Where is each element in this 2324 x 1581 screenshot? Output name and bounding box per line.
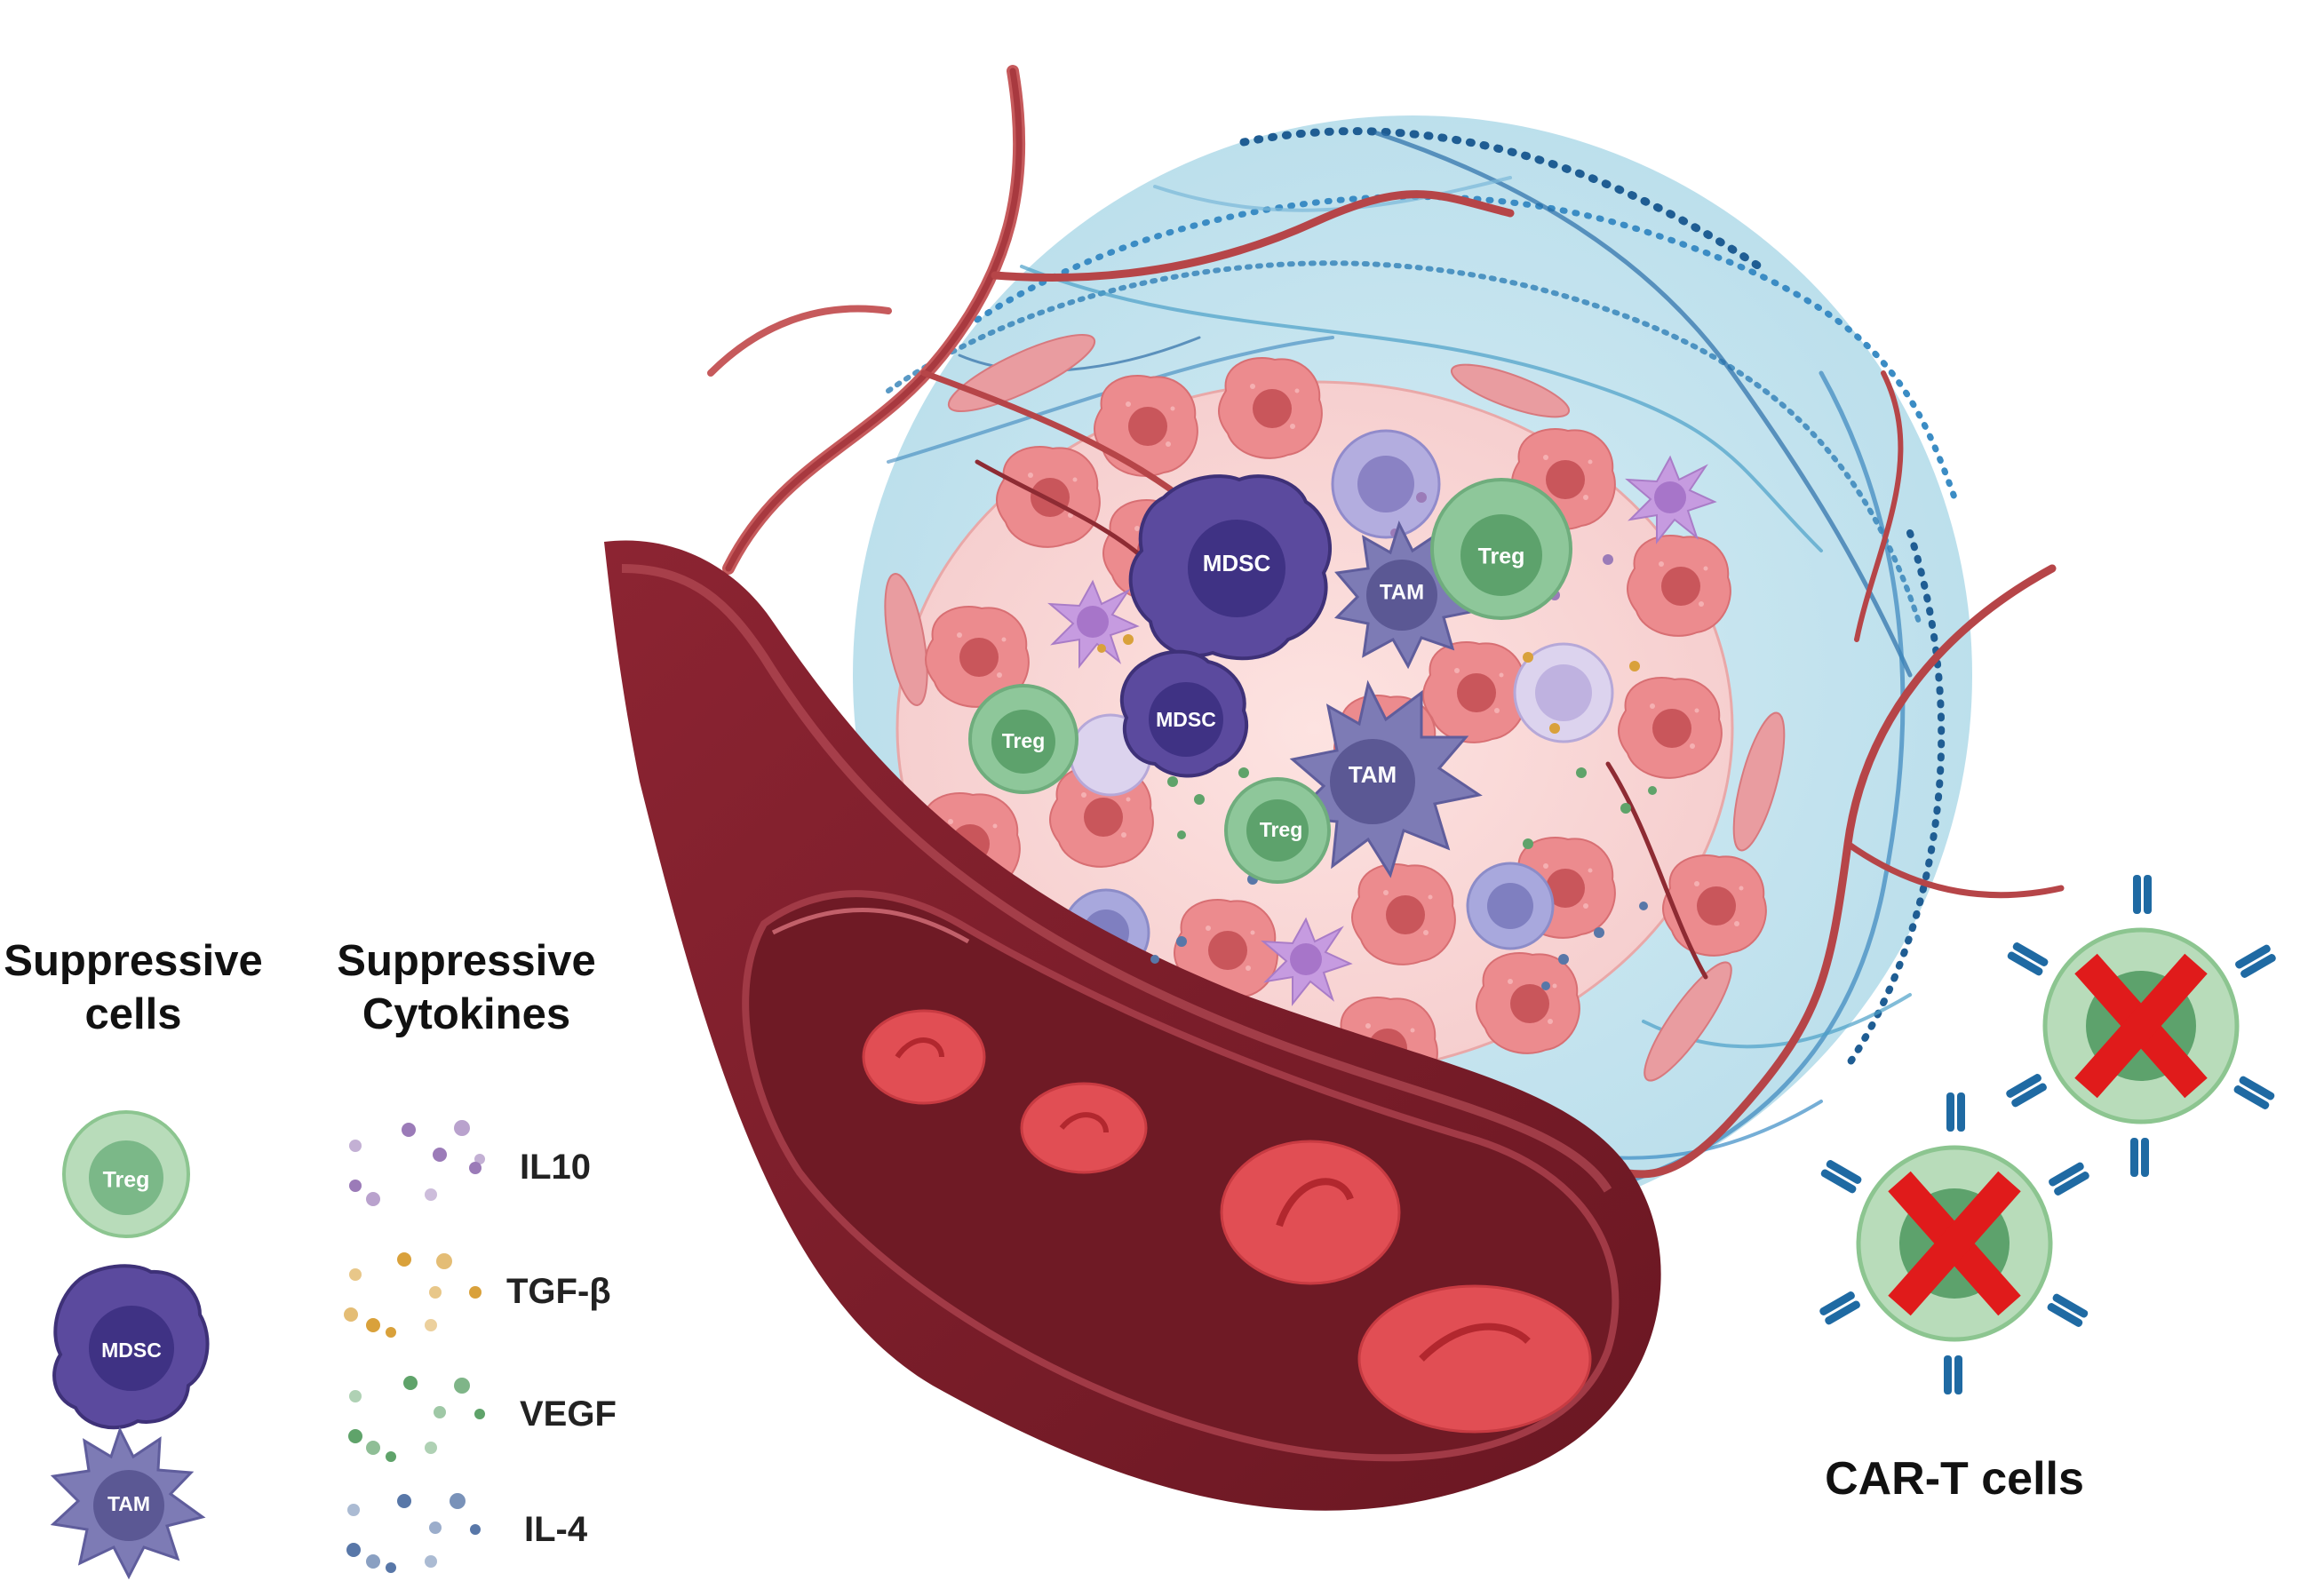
suppressive-cells-heading: Suppressive cells	[4, 937, 263, 1038]
legend-mdsc-label: MDSC	[101, 1339, 162, 1362]
car-t-cell-upper	[2004, 875, 2278, 1177]
treg-cell-right: Treg	[1430, 478, 1572, 620]
car-t-cells-label: CAR-T cells	[1825, 1453, 2084, 1505]
treg-label-right: Treg	[1478, 544, 1525, 569]
treg-cell-center: Treg	[1224, 777, 1331, 884]
mdsc-cell-small: MDSC	[1119, 649, 1249, 778]
x-mark-icon	[1888, 1171, 2021, 1316]
tam-cell-lower: TAM	[1289, 679, 1483, 878]
car-t-cell-lower	[1818, 1092, 2091, 1394]
x-mark-icon	[2074, 953, 2208, 1099]
legend-treg-label: Treg	[103, 1168, 150, 1193]
legend-vegf-dots	[348, 1376, 485, 1462]
tam-label-lower: TAM	[1349, 761, 1397, 788]
legend-mdsc: MDSC	[52, 1264, 210, 1430]
treg-label-center: Treg	[1260, 818, 1303, 841]
vessel-branches	[707, 65, 2065, 1179]
legend-il10-dots	[349, 1120, 485, 1206]
fibroblasts	[884, 334, 1786, 1082]
treg-cell-left: Treg	[968, 684, 1078, 794]
legend-vegf-label: VEGF	[520, 1394, 617, 1434]
mdsc-cell-large: MDSC	[1128, 474, 1333, 661]
legend-il4-label: IL-4	[524, 1510, 588, 1549]
tam-label-upper: TAM	[1380, 580, 1424, 604]
legend-tgfb-dots	[344, 1252, 482, 1338]
legend-tam: TAM	[50, 1426, 206, 1580]
red-blood-cells	[862, 1009, 1592, 1434]
legend-il4-dots	[346, 1493, 481, 1573]
legend-il10-label: IL10	[520, 1148, 592, 1187]
treg-label-left: Treg	[1002, 729, 1046, 752]
mdsc-label-large: MDSC	[1203, 550, 1271, 576]
mdsc-label-small: MDSC	[1156, 708, 1216, 731]
legend-treg: Treg	[62, 1110, 190, 1238]
suppressive-cytokines-heading: Suppressive Cytokines	[337, 937, 596, 1038]
legend-tam-label: TAM	[107, 1492, 150, 1515]
legend-tgfb-label: TGF-β	[506, 1272, 611, 1311]
